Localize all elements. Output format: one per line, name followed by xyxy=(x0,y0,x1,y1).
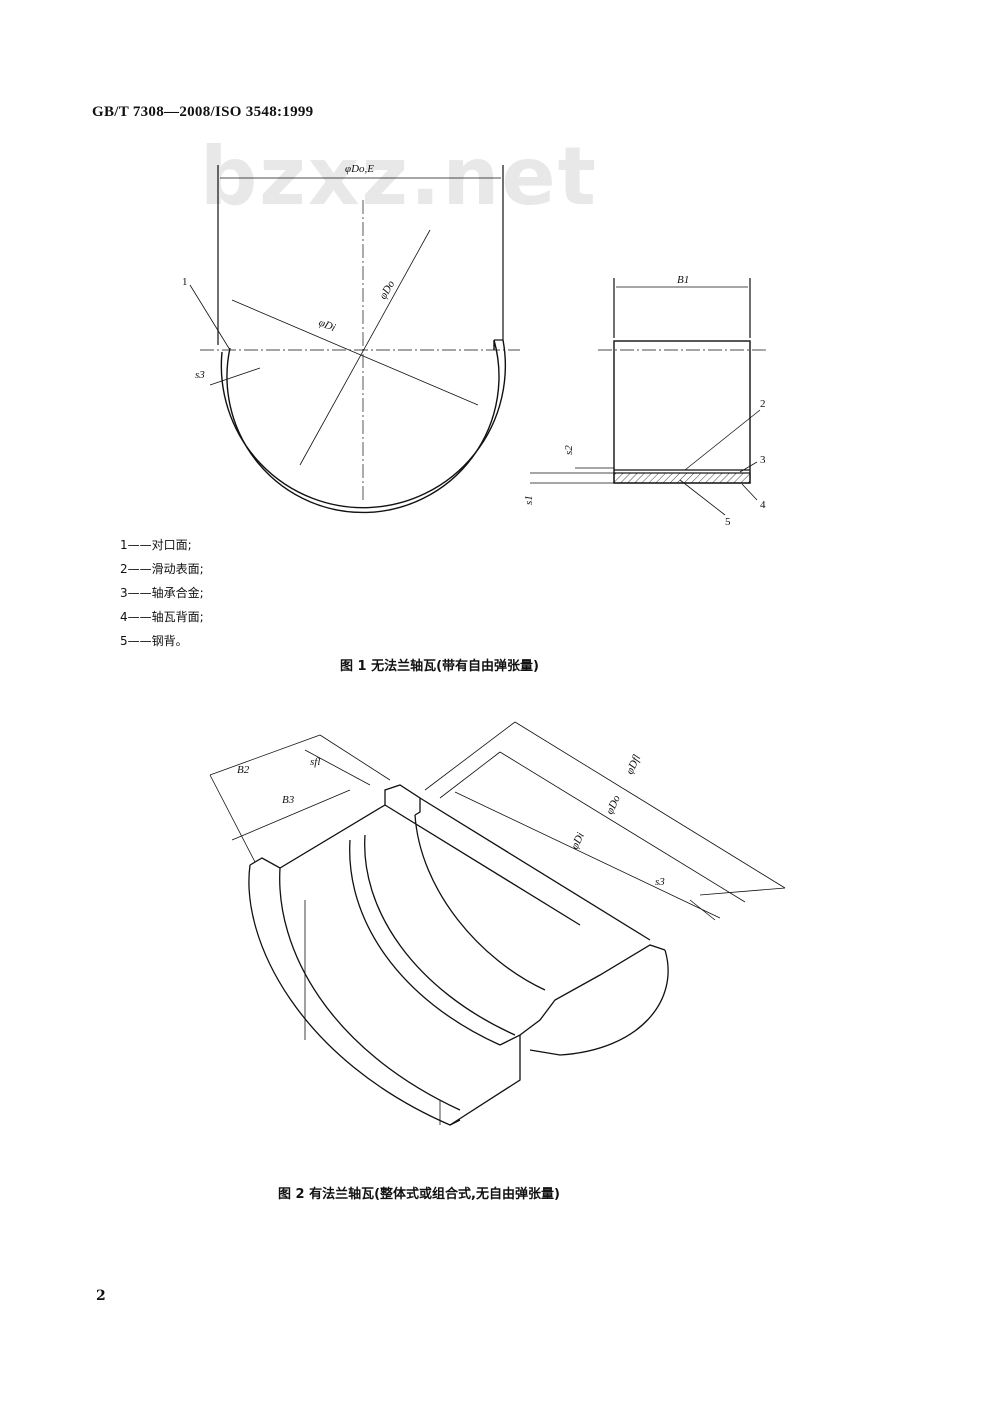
label-d-i: φDi xyxy=(317,317,337,335)
label-d-fl: φDfl xyxy=(624,753,643,776)
watermark: bzxz.net xyxy=(200,130,598,223)
figure-2-caption: 图 2 有法兰轴瓦(整体式或组合式,无自由弹张量) xyxy=(278,1187,560,1202)
label-s1: s1 xyxy=(523,495,535,505)
label-1: 1 xyxy=(182,276,188,288)
legend-item: 3——轴承合金; xyxy=(120,586,204,600)
figure-1-caption: 图 1 无法兰轴瓦(带有自由弹张量) xyxy=(340,659,539,674)
label-s2: s2 xyxy=(563,445,575,455)
legend-item: 2——滑动表面; xyxy=(120,562,204,576)
legend-item: 5——钢背。 xyxy=(120,634,188,648)
label-5: 5 xyxy=(725,516,731,528)
label-sfl: sfl xyxy=(310,756,320,768)
label-b2: B2 xyxy=(237,764,250,776)
label-2: 2 xyxy=(760,398,766,410)
label-s3-2: s3 xyxy=(655,876,665,888)
label-d-o-2: φDo xyxy=(604,793,623,816)
label-3: 3 xyxy=(760,454,766,466)
label-4: 4 xyxy=(760,499,766,511)
legend-item: 4——轴瓦背面; xyxy=(120,610,204,624)
label-b3: B3 xyxy=(282,794,295,806)
label-b1: B1 xyxy=(677,274,689,286)
label-d-i-2: φDi xyxy=(569,831,587,852)
label-s3: s3 xyxy=(195,369,205,381)
figure-1-legend: 1——对口面; 2——滑动表面; 3——轴承合金; 4——轴瓦背面; 5——钢背… xyxy=(120,533,204,653)
page-number: 2 xyxy=(96,1288,106,1304)
standard-header: GB/T 7308—2008/ISO 3548:1999 xyxy=(92,104,314,120)
label-d-oe: φDo,E xyxy=(345,163,374,175)
legend-item: 1——对口面; xyxy=(120,538,192,552)
